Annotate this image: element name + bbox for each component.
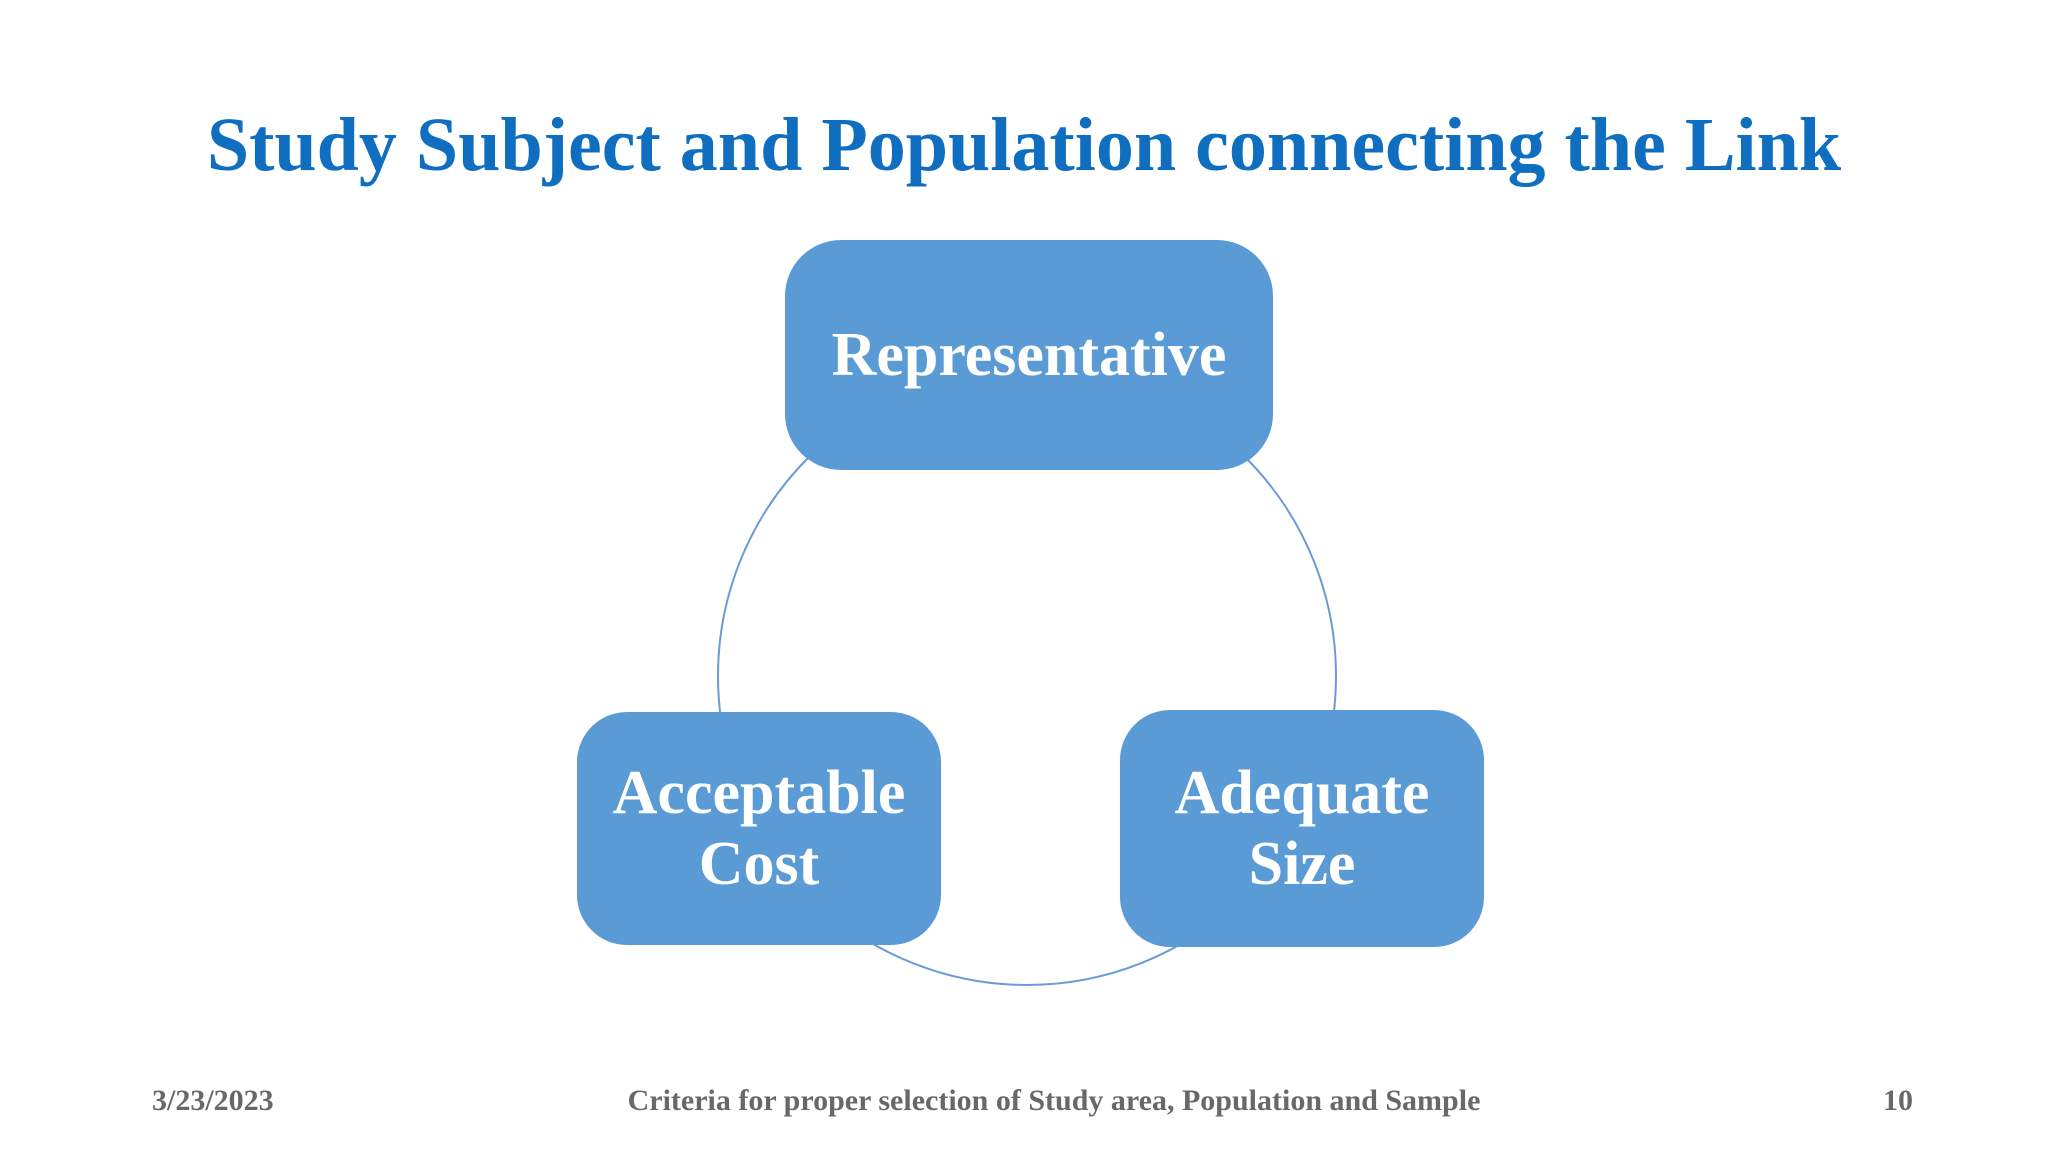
node-label: Acceptable Cost: [612, 759, 906, 898]
node-label: Representative: [831, 320, 1227, 389]
footer-date: 3/23/2023: [152, 1084, 274, 1117]
node-acceptable-cost: Acceptable Cost: [577, 712, 941, 945]
node-adequate-size: Adequate Size: [1120, 710, 1484, 947]
page-number: 10: [1883, 1084, 1913, 1117]
slide-title: Study Subject and Population connecting …: [206, 103, 1842, 188]
node-label: Adequate Size: [1174, 759, 1430, 898]
node-representative: Representative: [785, 240, 1273, 470]
footer-title: Criteria for proper selection of Study a…: [627, 1084, 1481, 1117]
